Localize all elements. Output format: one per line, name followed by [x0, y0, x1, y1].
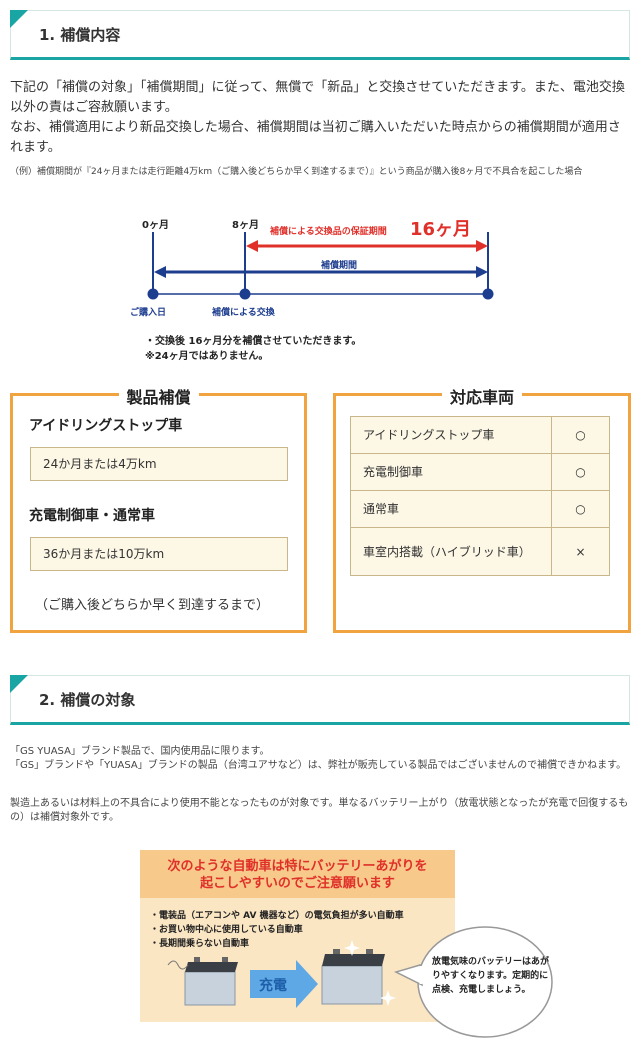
vehicle-table: アイドリングストップ車 ○ 充電制御車 ○ 通常車 ○ 車室内搭載（ハイブリッド…: [350, 416, 610, 576]
charge-control-heading: 充電制御車・通常車: [29, 508, 155, 524]
idling-stop-value: 24か月または4万km: [30, 447, 288, 481]
target-paragraph-3: 製造上あるいは材料上の不具合により使用不能となったものが対象です。単なるバッテリ…: [10, 798, 629, 823]
target-paragraph-2: 「GS」ブランドや「YUASA」ブランドの製品（台湾ユアサなど）は、弊社が販売し…: [10, 760, 627, 771]
vehicle-name: 充電制御車: [350, 453, 552, 491]
charge-arrow-label: 充電: [259, 978, 287, 994]
label-8-month: 8ヶ月: [232, 220, 259, 231]
purchase-day-label: ご購入日: [130, 308, 167, 318]
timeline-note-2: ※24ヶ月ではありません。: [145, 351, 269, 362]
warning-title: 次のような自動車は特にバッテリーあがりを 起こしやすいのでご注意願います: [140, 850, 455, 898]
vehicle-mark: ○: [551, 490, 610, 528]
vehicle-name: アイドリングストップ車: [350, 416, 552, 454]
dot-exchange: [239, 288, 251, 300]
product-warranty-title: 製品補償: [118, 384, 199, 408]
corner-triangle: [10, 10, 28, 28]
warning-title-line-1: 次のような自動車は特にバッテリーあがりを: [167, 859, 428, 874]
compatible-vehicles-title: 対応車両: [441, 384, 523, 408]
vehicle-name: 通常車: [350, 490, 552, 528]
guarantee-arrow-left-head: [246, 240, 258, 252]
section-header-target: 2. 補償の対象: [10, 675, 630, 725]
intro-paragraph-2: なお、補償適用により新品交換した場合、補償期間は当初ご購入いただいた時点からの補…: [10, 120, 621, 155]
corner-triangle: [10, 675, 28, 693]
vehicle-name: 車室内搭載（ハイブリッド車）: [350, 527, 552, 576]
timeline-note-1: ・交換後 16ヶ月分を補償させていただきます。: [145, 336, 362, 347]
example-note: （例）補償期間が『24ヶ月または走行距離4万km（ご購入後どちらか早く到達するま…: [10, 167, 583, 177]
warning-bullet: ・お買い物中心に使用している自動車: [150, 925, 303, 935]
vehicle-mark: ○: [551, 416, 610, 454]
charge-control-value: 36か月または10万km: [30, 537, 288, 571]
intro-paragraph-1: 下記の「補償の対象」「補償期間」に従って、無償で「新品」と交換させていただきます…: [10, 80, 625, 115]
compatible-vehicles-box: 対応車両 アイドリングストップ車 ○ 充電制御車 ○ 通常車 ○ 車室内搭載（ハ…: [333, 384, 631, 633]
dot-purchase: [147, 288, 159, 300]
table-row: アイドリングストップ車 ○: [350, 416, 610, 454]
table-row: 充電制御車 ○: [350, 453, 610, 491]
product-warranty-box: 製品補償 アイドリングストップ車 24か月または4万km 充電制御車・通常車 3…: [10, 384, 307, 633]
label-0-month: 0ヶ月: [142, 220, 169, 231]
section-title: 1. 補償内容: [39, 26, 121, 44]
battery-warning-panel: 次のような自動車は特にバッテリーあがりを 起こしやすいのでご注意願います ・電装…: [140, 850, 455, 1022]
warning-bullet: ・長期間乗らない自動車: [150, 939, 250, 949]
target-paragraph-1: 「GS YUASA」ブランド製品で、国内使用品に限ります。: [10, 746, 270, 757]
period-arrow-left-head: [154, 266, 166, 278]
guarantee-arrow-right-head: [476, 240, 488, 252]
warning-bullet: ・電装品（エアコンや AV 機器など）の電気負担が多い自動車: [150, 911, 404, 921]
section-header-compensation: 1. 補償内容: [10, 10, 630, 60]
guarantee-value: 16ヶ月: [410, 219, 472, 240]
vehicle-mark: ○: [551, 453, 610, 491]
product-warranty-note: （ご購入後どちらか早く到達するまで）: [35, 598, 270, 613]
section-title: 2. 補償の対象: [39, 691, 136, 709]
bubble-text: 放電気味のバッテリーはあがりやすくなります。定期的に点検、充電しましょう。: [432, 957, 550, 995]
table-row: 車室内搭載（ハイブリッド車） ×: [350, 527, 610, 576]
guarantee-label: 補償による交換品の保証期間: [270, 227, 387, 237]
period-label: 補償期間: [321, 261, 358, 271]
idling-stop-heading: アイドリングストップ車: [29, 418, 183, 434]
period-arrow-right-head: [476, 266, 488, 278]
warning-title-line-2: 起こしやすいのでご注意願います: [200, 876, 395, 891]
vehicle-mark: ×: [551, 527, 610, 576]
table-row: 通常車 ○: [350, 490, 610, 528]
exchange-label: 補償による交換: [212, 308, 275, 318]
dot-end: [482, 288, 494, 300]
